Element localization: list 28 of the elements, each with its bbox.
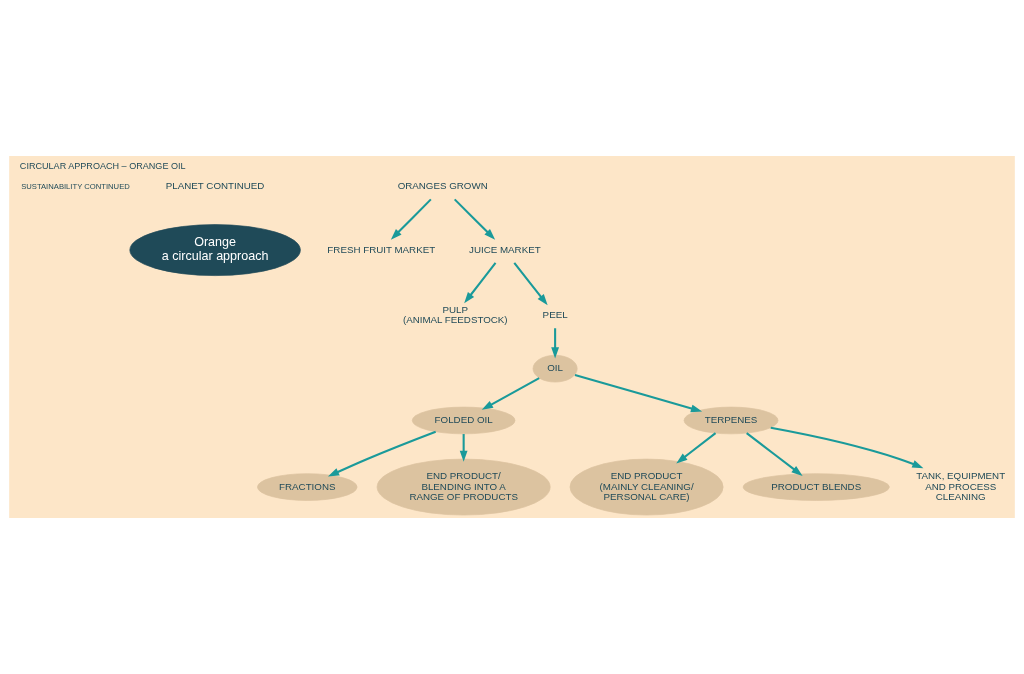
arrow bbox=[513, 262, 548, 306]
arrow bbox=[676, 432, 717, 464]
label: PLANET CONTINUED bbox=[165, 180, 265, 192]
arrow bbox=[459, 434, 468, 462]
node-ellipse: END PRODUCT/ BLENDING INTO A RANGE OF PRODUCTS bbox=[376, 458, 551, 516]
arrow bbox=[746, 432, 803, 476]
node-text: JUICE MARKET bbox=[469, 243, 541, 255]
arrow bbox=[481, 377, 540, 410]
node-text: PEEL bbox=[542, 309, 568, 321]
arrow bbox=[453, 198, 496, 240]
node-text: FRESH FRUIT MARKET bbox=[327, 243, 436, 255]
arrow bbox=[327, 430, 437, 477]
arrow bbox=[551, 328, 560, 359]
node-text: TANK, EQUIPMENT AND PROCESS CLEANING bbox=[916, 470, 1006, 503]
node-text: PULP (ANIMAL FEEDSTOCK) bbox=[402, 303, 508, 326]
node-ellipse: FRACTIONS bbox=[257, 473, 358, 501]
arrow bbox=[464, 262, 497, 304]
arrow bbox=[770, 426, 924, 469]
label: SUSTAINABILITY CONTINUED bbox=[21, 181, 130, 191]
arrow bbox=[390, 198, 432, 240]
node-ellipse: OIL bbox=[532, 354, 578, 383]
node-ellipse: PRODUCT BLENDS bbox=[742, 473, 890, 501]
diagram-title: CIRCULAR APPROACH – ORANGE OIL bbox=[19, 160, 186, 171]
arrow bbox=[574, 374, 703, 413]
node-ellipse: END PRODUCT (MAINLY CLEANING/ PERSONAL CARE) bbox=[569, 458, 724, 516]
node-ellipse: Orange a circular approach bbox=[129, 224, 301, 276]
node-text: ORANGES GROWN bbox=[397, 180, 488, 192]
node-ellipse: FOLDED OIL bbox=[411, 406, 516, 435]
